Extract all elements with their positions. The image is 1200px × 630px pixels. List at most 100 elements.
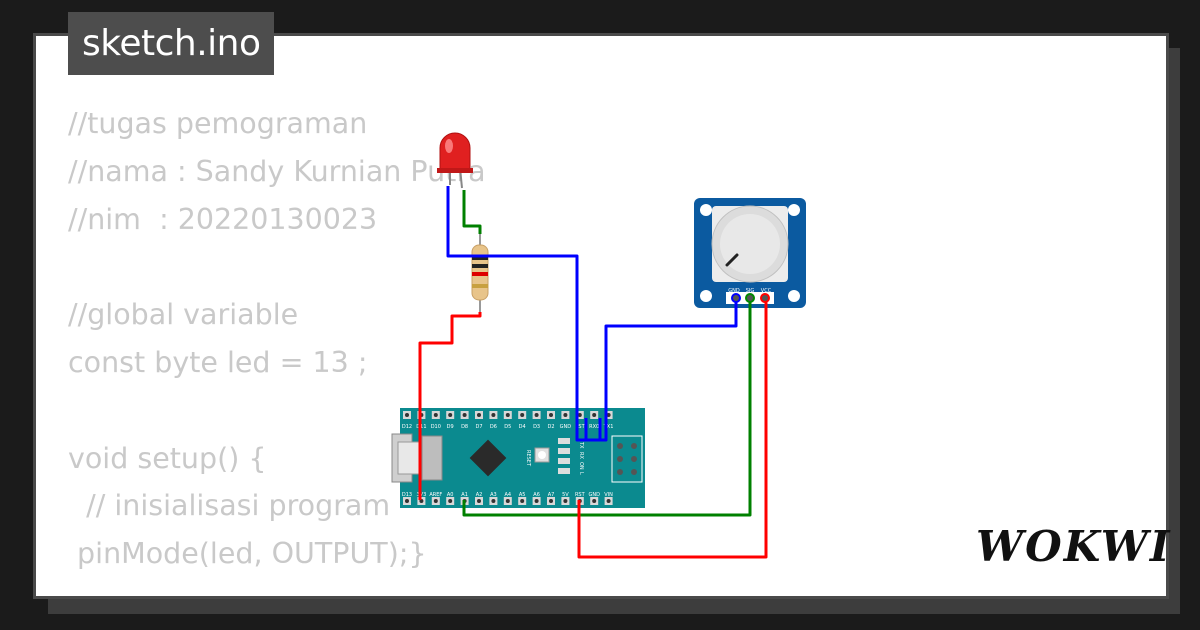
top-pin-hole [477, 413, 481, 417]
bottom-pin-label: AREF [429, 492, 442, 498]
code-line: const byte led = 13 ; [68, 345, 368, 379]
bottom-pin-hole [491, 499, 496, 503]
bottom-pin-label: A3 [490, 492, 497, 498]
led-label-rx: RX [578, 452, 584, 459]
resistor-band-3 [472, 272, 488, 276]
bottom-pin-label: D13 [402, 492, 412, 498]
top-pin-label: D5 [504, 424, 511, 430]
pot-pin-sig[interactable] [745, 293, 755, 303]
wire-led-to-gnd[interactable] [446, 186, 602, 442]
wire-resistor-to-d13[interactable] [418, 312, 482, 500]
led-indicator-tx [558, 438, 570, 444]
code-line: //nim : 20220130023 [68, 202, 378, 236]
mount-hole [700, 204, 712, 216]
code-line: //tugas pemograman [68, 107, 368, 140]
led-rim [437, 168, 473, 173]
top-pin-label: D10 [431, 424, 441, 430]
bottom-pin-hole [405, 499, 409, 503]
resistor-band-2 [472, 264, 488, 268]
microcontroller-chip [469, 439, 507, 477]
code-line: pinMode(led, OUTPUT);} [68, 537, 427, 571]
bottom-pin-label: A4 [504, 492, 511, 498]
top-pin-label: D3 [533, 424, 540, 430]
wokwi-logo: WOKWI [976, 522, 1172, 571]
top-pin-label: D8 [461, 424, 468, 430]
top-pin-hole [606, 413, 611, 417]
resistor-band-1 [472, 256, 488, 260]
top-pin-label: D12 [402, 424, 412, 430]
top-pin-hole [462, 413, 467, 417]
top-pin-hole [563, 413, 568, 417]
icsp-pin [631, 469, 637, 475]
pot-pin-label-sig: SIG [746, 288, 755, 294]
led-body [439, 132, 471, 173]
bottom-pin-hole [433, 499, 438, 503]
led-highlight [445, 139, 453, 153]
resistor-band-4 [472, 284, 488, 288]
pot-pin-gnd[interactable] [731, 293, 741, 303]
potentiometer-module[interactable]: GND SIG VCC [694, 198, 806, 308]
led-label-tx: TX [578, 441, 584, 449]
top-pin-hole [505, 413, 510, 417]
top-pin-hole [577, 413, 582, 417]
bottom-pin-label: GND [588, 492, 600, 498]
top-pin-hole [520, 413, 525, 417]
led-label-on: ON [578, 462, 584, 470]
reset-button-cap [538, 451, 546, 459]
bottom-pin-hole [534, 499, 539, 503]
usb-socket [397, 441, 421, 475]
bottom-pin-hole [563, 499, 568, 503]
bottom-pin-hole [549, 499, 553, 503]
top-pin-label: D7 [475, 424, 482, 430]
top-pin-label: GND [560, 424, 572, 430]
icsp-pin [631, 443, 637, 449]
bottom-pin-hole [477, 499, 481, 503]
top-pin-label: TX1 [603, 424, 614, 430]
wire-led-to-resistor[interactable] [462, 190, 482, 234]
led-label-l: L [578, 472, 584, 475]
bottom-pin-hole [505, 499, 510, 503]
code-line: //global variable [68, 298, 299, 332]
bottom-pin-label: A1 [461, 492, 468, 498]
led-component[interactable] [437, 132, 473, 189]
pot-pin-vcc[interactable] [760, 293, 770, 303]
pot-pin-label-vcc: VCC [761, 288, 772, 294]
top-pin-label: RST [575, 424, 586, 430]
bottom-pin-hole [606, 499, 611, 503]
top-pin-hole [405, 413, 409, 417]
top-pin-hole [491, 413, 496, 417]
mount-hole [788, 290, 800, 302]
wires [418, 186, 768, 559]
bottom-pin-label: A2 [476, 492, 483, 498]
top-pin-hole [448, 413, 453, 417]
bottom-pin-hole [448, 499, 453, 503]
code-preview: //tugas pemograman//nama : Sandy Kurnian… [68, 100, 486, 578]
top-pin-hole [534, 413, 539, 417]
pot-indicator [725, 253, 739, 267]
bottom-pin-label: RST [575, 492, 586, 498]
led-indicator-rx [558, 448, 570, 454]
wire-pot-gnd[interactable] [584, 302, 738, 442]
bottom-pin-label: A6 [533, 492, 540, 498]
project-filename-tab[interactable]: sketch.ino [68, 12, 275, 75]
icsp-pin [631, 456, 637, 462]
top-pin-label: D9 [447, 424, 454, 430]
bottom-pin-hole [520, 499, 525, 503]
bottom-pin-label: VIN [604, 492, 613, 498]
wire-pot-vcc-to-5v[interactable] [577, 302, 768, 559]
led-indicator-on [558, 458, 570, 464]
resistor-component[interactable] [471, 232, 489, 312]
icsp-pin [617, 443, 623, 449]
mount-hole [788, 204, 800, 216]
bottom-pin-label: 5V [562, 492, 569, 498]
top-pin-label: RX0 [589, 424, 599, 430]
pot-pin-label-gnd: GND [728, 288, 740, 294]
icsp-header [611, 435, 643, 483]
wire-pot-sig-to-a0[interactable] [462, 302, 752, 517]
led-indicator-l [558, 468, 570, 474]
usb-shell [421, 435, 443, 481]
bottom-pin-label: A7 [548, 492, 555, 498]
